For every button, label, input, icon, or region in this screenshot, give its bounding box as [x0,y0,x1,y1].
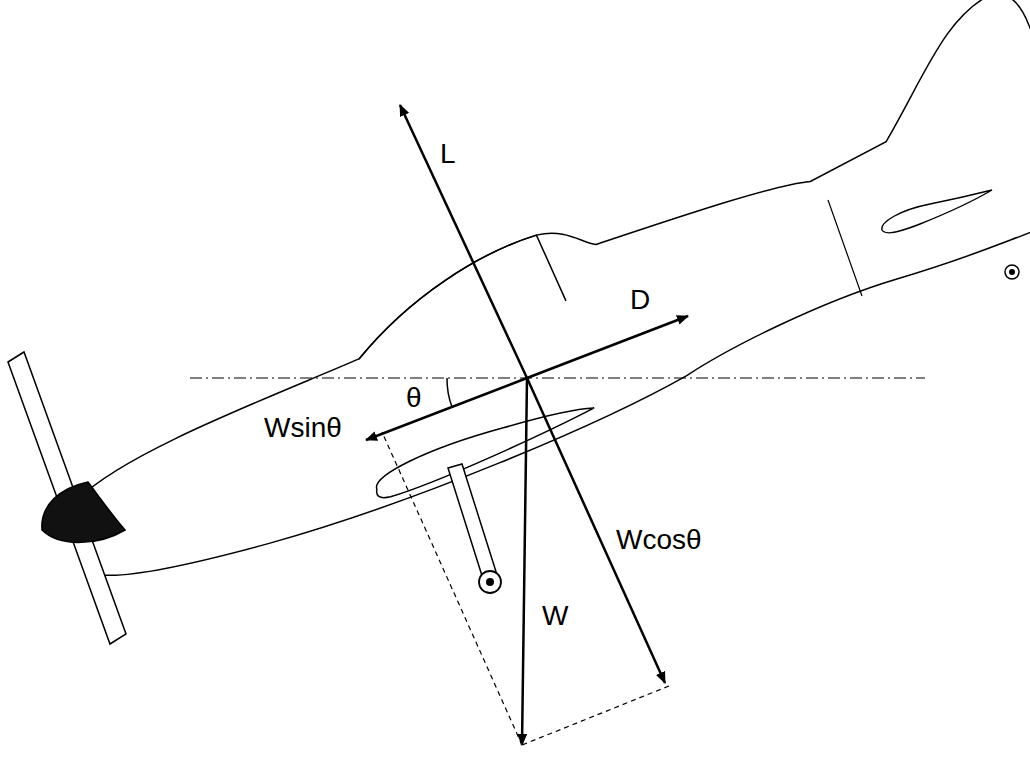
force-label: L [438,140,458,168]
tailplane-airfoil [882,190,992,233]
canopy [340,233,566,377]
main-wheel [479,571,501,593]
component-dash [522,686,669,745]
spinner [42,482,125,542]
force-label: D [628,286,652,314]
lift-arrow [400,105,527,378]
weight-sin-arrow [366,378,527,440]
main-wheel-hub [486,578,494,586]
gear-strut [448,464,498,582]
force-label: Wsinθ [262,414,344,442]
tail-wheel [1005,265,1019,279]
weight-arrow [522,378,527,745]
propeller-blade [8,352,126,644]
drag-arrow [527,316,688,378]
force-label: W [540,602,570,630]
tail-wheel-hub [1009,269,1015,275]
angle-arc [447,378,452,407]
rudder-hinge [828,200,862,296]
component-dash [382,432,522,745]
angle-label: θ [404,384,424,412]
force-label: Wcosθ [614,526,704,554]
force-arrows [366,105,688,745]
horizontal-reference [190,378,925,379]
